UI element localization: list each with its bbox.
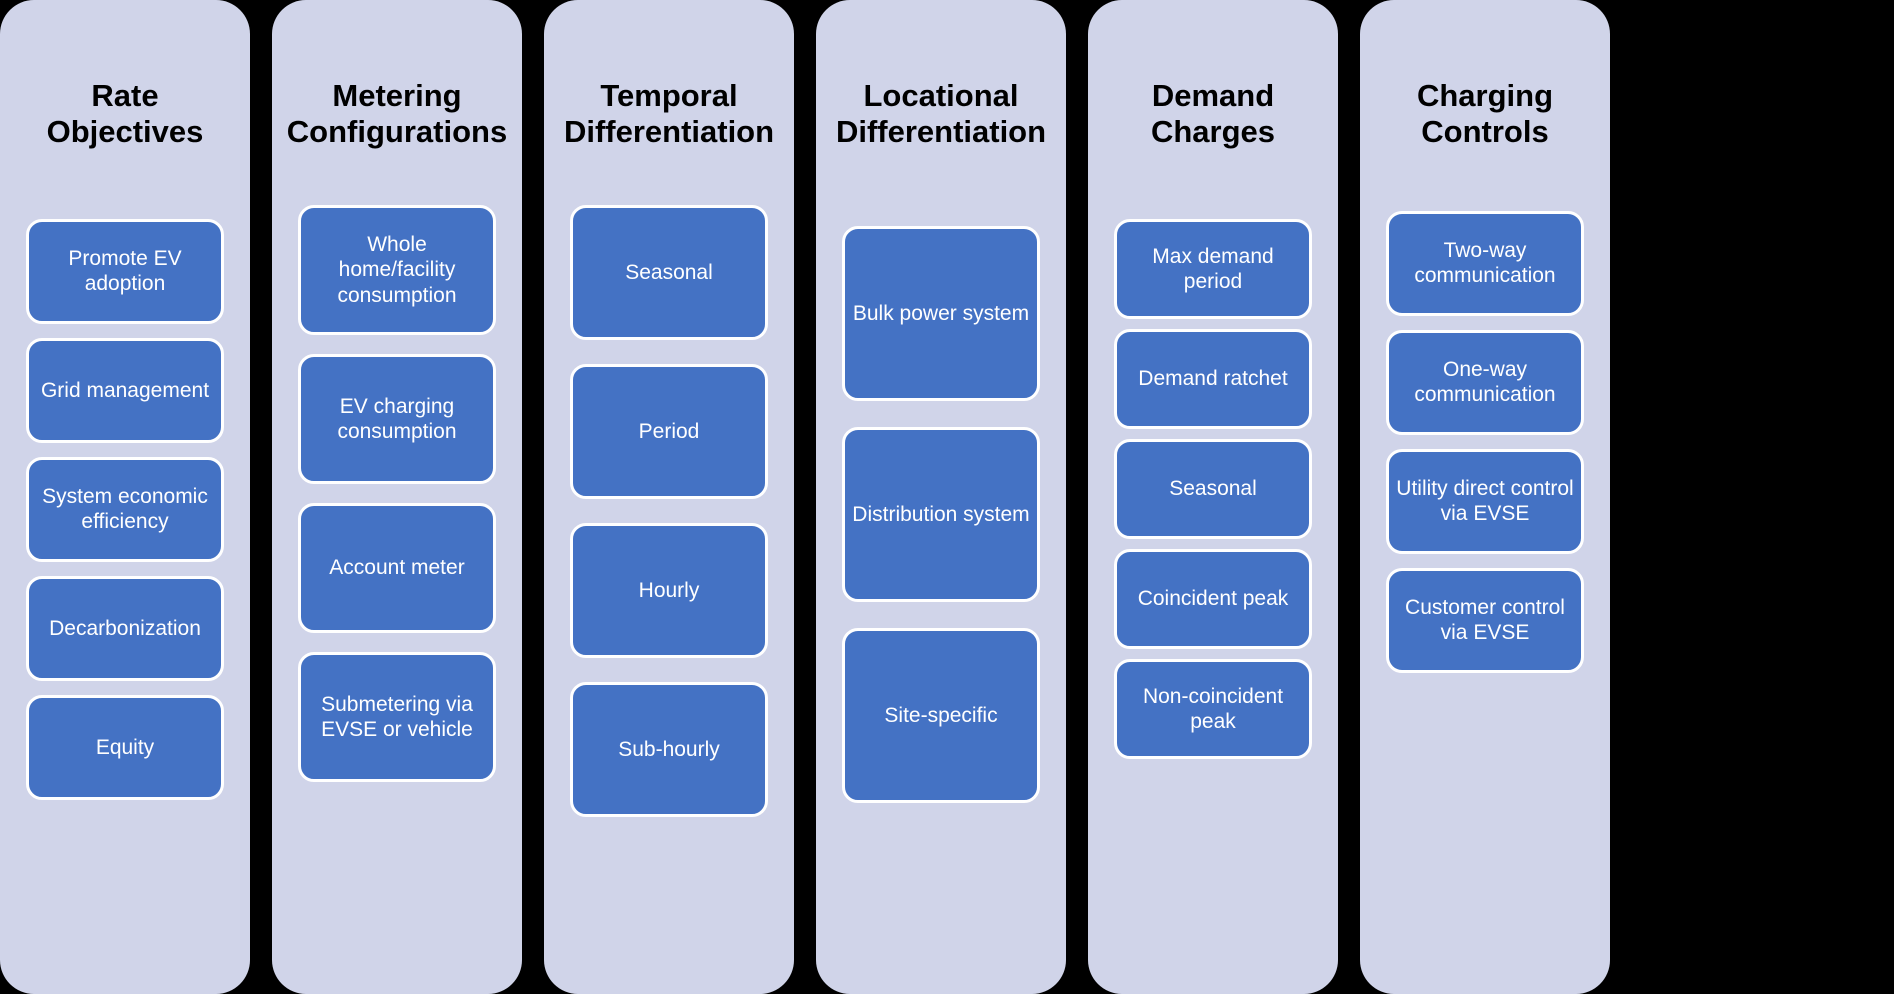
item-box[interactable]: EV charging consumption <box>298 353 496 484</box>
column-divider <box>522 0 544 994</box>
item-box[interactable]: Bulk power system <box>842 225 1040 401</box>
column-temporal-differentiation: Temporal Differentiation Seasonal Period… <box>544 0 794 994</box>
item-box[interactable]: Distribution system <box>842 426 1040 602</box>
item-list-demand-charges: Max demand period Demand ratchet Seasona… <box>1088 218 1338 759</box>
column-divider <box>250 0 272 994</box>
item-list-rate-objectives: Promote EV adoption Grid management Syst… <box>0 218 250 800</box>
item-box[interactable]: Submetering via EVSE or vehicle <box>298 651 496 782</box>
item-box[interactable]: Customer control via EVSE <box>1386 567 1584 673</box>
item-list-locational-differentiation: Bulk power system Distribution system Si… <box>816 225 1066 803</box>
column-title-demand-charges: Demand Charges <box>1150 78 1276 149</box>
item-box[interactable]: System economic efficiency <box>26 456 224 562</box>
column-divider <box>794 0 816 994</box>
item-list-charging-controls: Two-way communication One-way communicat… <box>1360 210 1610 673</box>
column-title-charging-controls: Charging Controls <box>1416 78 1554 149</box>
column-charging-controls: Charging Controls Two-way communication … <box>1360 0 1610 994</box>
item-box[interactable]: Promote EV adoption <box>26 218 224 324</box>
item-box[interactable]: Seasonal <box>1114 438 1312 539</box>
column-title-locational-differentiation: Locational Differentiation <box>835 78 1047 149</box>
column-title-rate-objectives: Rate Objectives <box>46 78 204 149</box>
item-box[interactable]: Sub-hourly <box>570 681 768 817</box>
item-box[interactable]: Whole home/facility consumption <box>298 204 496 335</box>
item-box[interactable]: One-way communication <box>1386 329 1584 435</box>
item-box[interactable]: Grid management <box>26 337 224 443</box>
item-list-temporal-differentiation: Seasonal Period Hourly Sub-hourly <box>544 204 794 817</box>
column-metering-configurations: Metering Configurations Whole home/facil… <box>272 0 522 994</box>
item-box[interactable]: Coincident peak <box>1114 548 1312 649</box>
item-box[interactable]: Account meter <box>298 502 496 633</box>
item-box[interactable]: Decarbonization <box>26 575 224 681</box>
column-divider <box>1338 0 1360 994</box>
item-box[interactable]: Non-coincident peak <box>1114 658 1312 759</box>
item-box[interactable]: Two-way communication <box>1386 210 1584 316</box>
item-box[interactable]: Utility direct control via EVSE <box>1386 448 1584 554</box>
column-rate-objectives: Rate Objectives Promote EV adoption Grid… <box>0 0 250 994</box>
column-title-temporal-differentiation: Temporal Differentiation <box>563 78 775 149</box>
column-demand-charges: Demand Charges Max demand period Demand … <box>1088 0 1338 994</box>
item-box[interactable]: Period <box>570 363 768 499</box>
item-box[interactable]: Site-specific <box>842 627 1040 803</box>
item-box[interactable]: Equity <box>26 694 224 800</box>
item-box[interactable]: Hourly <box>570 522 768 658</box>
item-list-metering-configurations: Whole home/facility consumption EV charg… <box>272 204 522 782</box>
column-locational-differentiation: Locational Differentiation Bulk power sy… <box>816 0 1066 994</box>
item-box[interactable]: Seasonal <box>570 204 768 340</box>
column-divider <box>1066 0 1088 994</box>
item-box[interactable]: Demand ratchet <box>1114 328 1312 429</box>
column-title-metering-configurations: Metering Configurations <box>286 78 508 149</box>
item-box[interactable]: Max demand period <box>1114 218 1312 319</box>
